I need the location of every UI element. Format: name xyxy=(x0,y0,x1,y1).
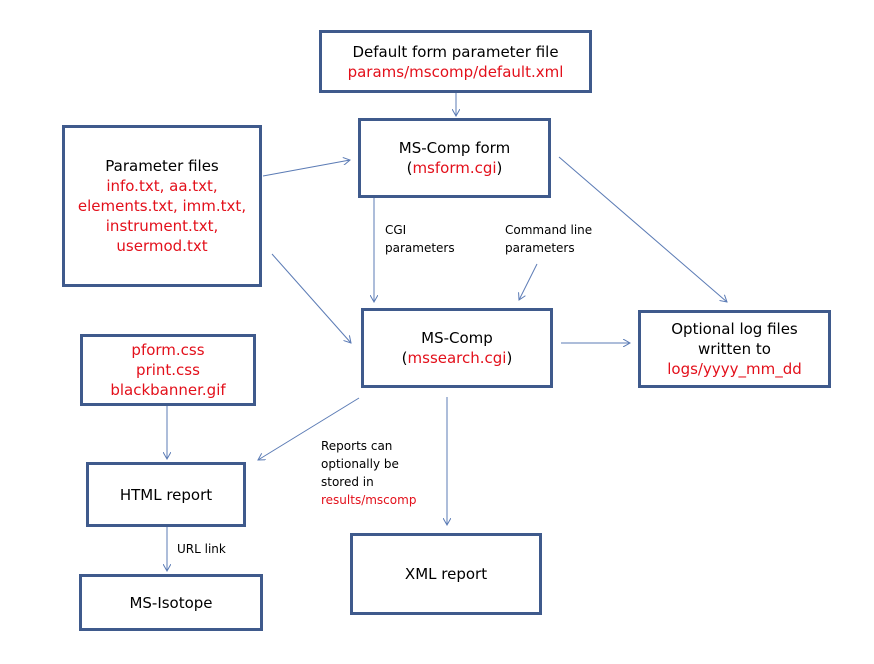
file-line: elements.txt, imm.txt, xyxy=(77,197,247,215)
default-param-file-node: Default form parameter file params/mscom… xyxy=(319,30,592,93)
arrow-params-to-mscomp xyxy=(271,253,351,343)
node-title: Optional log files xyxy=(671,320,798,338)
paren-open: ( xyxy=(406,159,413,177)
paren-close: ) xyxy=(506,349,513,367)
file-line: usermod.txt xyxy=(116,237,208,255)
parameter-files-node: Parameter files info.txt, aa.txt, elemen… xyxy=(62,125,262,287)
node-path: msform.cgi xyxy=(412,159,497,177)
paren-open: ( xyxy=(401,349,408,367)
arrow-mscomp-to-html xyxy=(258,397,360,460)
node-title: MS-Comp xyxy=(421,329,493,347)
html-report-node: HTML report xyxy=(86,462,246,527)
paren-close: ) xyxy=(496,159,503,177)
node-title: Default form parameter file xyxy=(352,42,559,61)
arrow-cmdline-to-mscomp xyxy=(519,263,538,300)
node-path: mssearch.cgi xyxy=(407,349,507,367)
xml-report-node: XML report xyxy=(350,533,542,615)
node-title: Parameter files xyxy=(105,157,219,175)
file-line: info.txt, aa.txt, xyxy=(106,177,218,195)
arrow-form-to-logs xyxy=(558,156,727,302)
stylesheet-files-node: pform.css print.css blackbanner.gif xyxy=(80,334,256,406)
cgi-parameters-label: CGI parameters xyxy=(385,223,455,255)
mscomp-form-node: MS-Comp form (msform.cgi) xyxy=(358,118,551,198)
node-title: MS-Isotope xyxy=(129,593,213,612)
log-files-node: Optional log files written to logs/yyyy_… xyxy=(638,310,831,388)
node-title: HTML report xyxy=(119,485,213,504)
results-path: results/mscomp xyxy=(321,493,417,507)
mscomp-node: MS-Comp (mssearch.cgi) xyxy=(361,308,553,388)
reports-storage-label: Reports can optionally be stored in resu… xyxy=(321,439,417,507)
node-path: logs/yyyy_mm_dd xyxy=(667,360,802,378)
arrow-params-to-form xyxy=(262,160,350,177)
node-title: MS-Comp form xyxy=(398,139,511,157)
file-line: print.css xyxy=(136,361,200,379)
node-path: params/mscomp/default.xml xyxy=(347,62,564,81)
command-line-parameters-label: Command line parameters xyxy=(505,223,593,255)
file-line: pform.css xyxy=(131,341,205,359)
node-subtitle: written to xyxy=(698,340,771,358)
node-title: XML report xyxy=(404,565,488,583)
file-line: instrument.txt, xyxy=(105,217,219,235)
url-link-label: URL link xyxy=(177,542,226,556)
ms-isotope-node: MS-Isotope xyxy=(79,574,263,631)
file-line: blackbanner.gif xyxy=(110,381,226,399)
